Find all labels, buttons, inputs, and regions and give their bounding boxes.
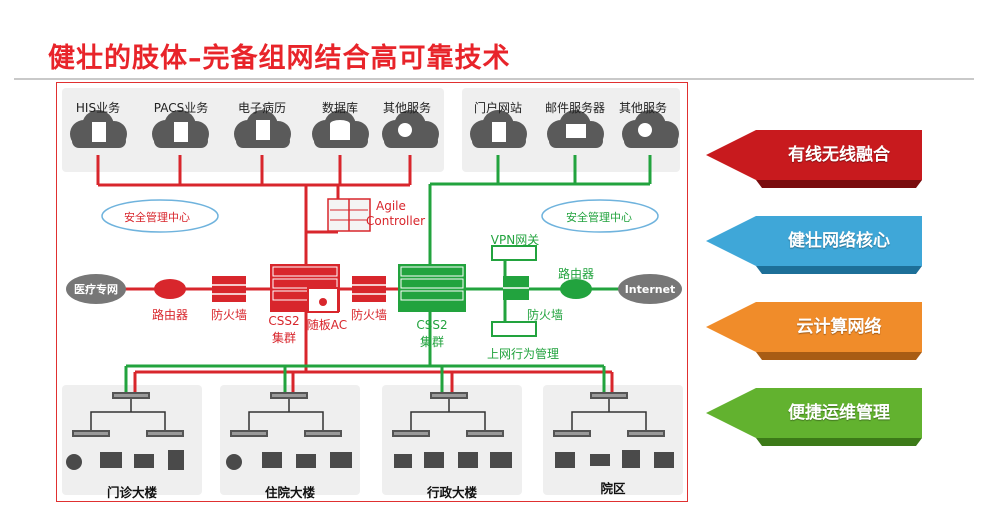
- building-box-admin: [382, 385, 522, 495]
- arrow-cloud-network: 云计算网络: [706, 302, 922, 362]
- security-center-left: 安全管理中心: [124, 211, 190, 224]
- service-label-pacs: PACS业务: [153, 101, 209, 115]
- medical-network-cloud: 医疗专网: [74, 283, 118, 296]
- css2-left-line1: CSS2: [268, 314, 300, 328]
- firewall-right-label: 防火墙: [526, 308, 563, 322]
- firewall-left-label: 防火墙: [210, 308, 247, 322]
- building-box-campus: [543, 385, 683, 495]
- agile-controller-line1: Agile: [376, 199, 406, 213]
- service-label-his: HIS业务: [75, 101, 121, 115]
- router-right-label: 路由器: [557, 267, 594, 281]
- building-label-inpatient: 住院大楼: [264, 485, 315, 500]
- arrow-wired-wireless: 有线无线融合: [706, 130, 922, 190]
- building-box-outpatient: [62, 385, 202, 495]
- css2-right-line1: CSS2: [416, 318, 448, 332]
- service-label-emr: 电子病历: [237, 101, 286, 115]
- firewall-mid-label: 防火墙: [350, 308, 387, 322]
- wireless-ac-label: 随板AC: [306, 318, 348, 332]
- service-label-portal: 门户网站: [473, 101, 522, 115]
- page-title: 健壮的肢体–完备组网结合高可靠技术: [48, 43, 511, 74]
- security-center-right: 安全管理中心: [566, 211, 632, 224]
- arrow-robust-core: 健壮网络核心: [706, 216, 922, 276]
- service-label-mail: 邮件服务器: [544, 101, 605, 115]
- building-label-outpatient: 门诊大楼: [106, 485, 157, 500]
- service-label-other-left: 其他服务: [382, 101, 431, 115]
- internet-cloud: Internet: [624, 282, 676, 296]
- router-left-label: 路由器: [151, 308, 188, 322]
- css2-left-line2: 集群: [271, 331, 296, 345]
- building-label-campus: 院区: [600, 481, 626, 496]
- behavior-mgmt-label: 上网行为管理: [486, 347, 559, 361]
- agile-controller-line2: Controller: [366, 214, 426, 228]
- css2-right-line2: 集群: [419, 335, 444, 349]
- service-label-database: 数据库: [321, 101, 358, 115]
- arrow-label-robust-core: 健壮网络核心: [788, 231, 890, 251]
- arrow-easy-ops: 便捷运维管理: [706, 388, 922, 448]
- building-label-admin: 行政大楼: [426, 485, 477, 500]
- title-divider: [14, 78, 974, 80]
- service-label-other-right: 其他服务: [618, 101, 667, 115]
- arrow-label-wired-wireless: 有线无线融合: [788, 145, 890, 165]
- arrow-label-cloud-network: 云计算网络: [796, 317, 882, 337]
- vpn-label: VPN网关: [490, 233, 540, 247]
- arrow-label-easy-ops: 便捷运维管理: [788, 403, 890, 423]
- building-box-inpatient: [220, 385, 360, 495]
